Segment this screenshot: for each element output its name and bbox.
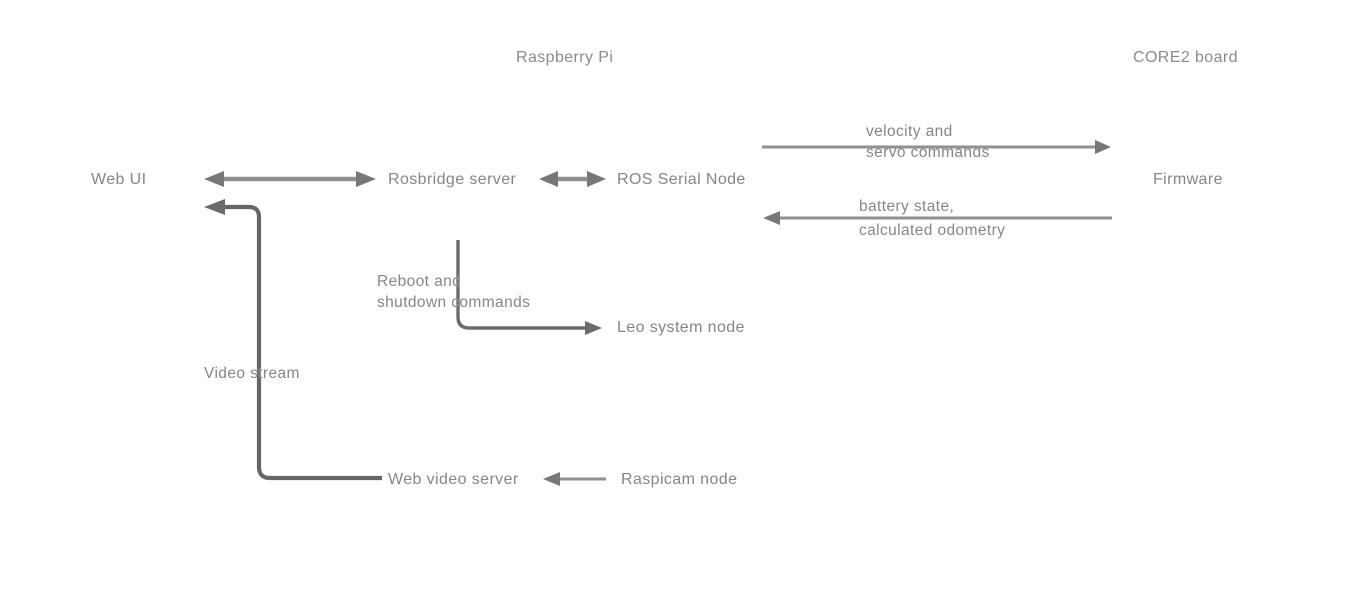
node-raspicam-node: Raspicam node [621, 471, 738, 488]
title-raspberry-pi: Raspberry Pi [516, 49, 614, 66]
edge-webui-rosbridge [204, 171, 376, 187]
edge-battery-odometry [763, 211, 1112, 225]
title-core2-board: CORE2 board [1133, 49, 1238, 66]
node-rosbridge-server: Rosbridge server [388, 171, 517, 188]
edge-label-velocity-servo: velocity and servo commands [866, 123, 990, 161]
node-ros-serial-node: ROS Serial Node [617, 171, 746, 188]
node-leo-system-node: Leo system node [617, 319, 745, 336]
node-firmware: Firmware [1153, 171, 1223, 188]
edge-rosbridge-rosserial [539, 171, 606, 187]
edge-raspicam-webvideo [543, 472, 606, 486]
node-web-ui: Web UI [91, 171, 147, 188]
edge-label-video-stream: Video stream [204, 365, 300, 382]
node-web-video-server: Web video server [388, 471, 519, 488]
edge-label-battery-odometry: battery state, calculated odometry [859, 198, 1006, 239]
edge-reboot-shutdown [456, 240, 602, 335]
edge-video-stream [204, 199, 382, 481]
edge-label-reboot-shutdown: Reboot and shutdown commands [377, 273, 531, 311]
edge-velocity-servo [762, 140, 1111, 154]
